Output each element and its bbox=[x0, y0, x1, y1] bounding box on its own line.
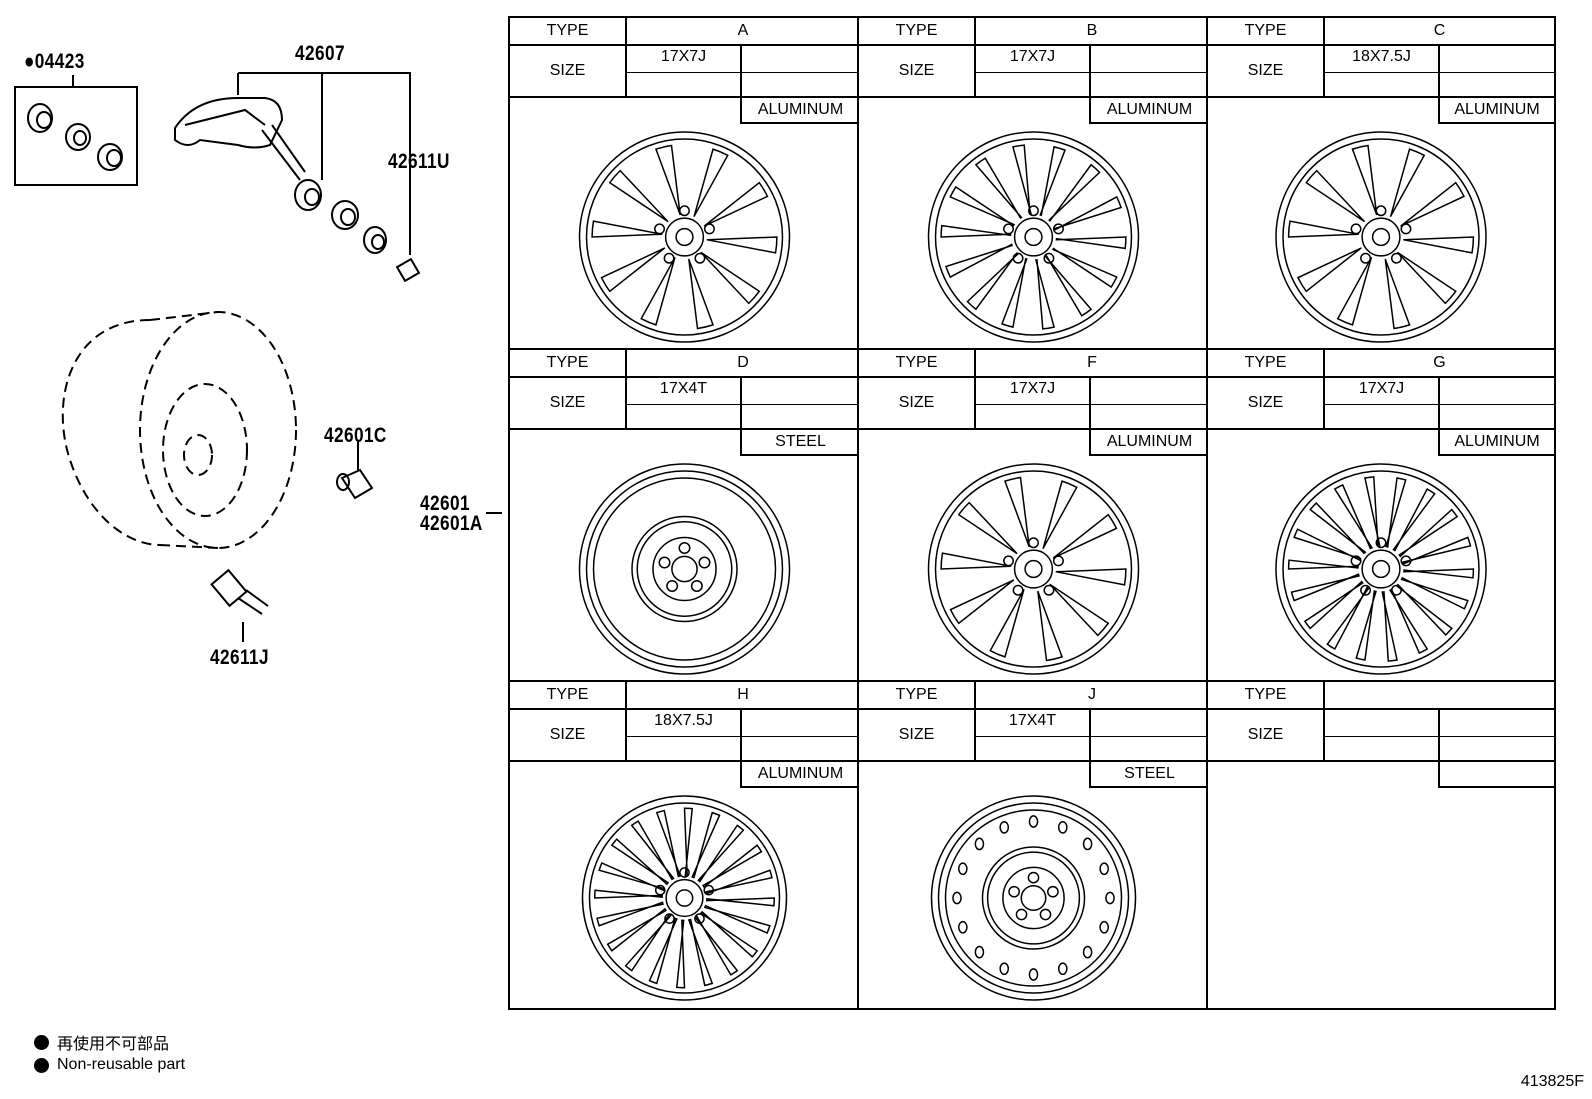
material-value: ALUMINUM bbox=[1106, 101, 1193, 118]
type-label: TYPE bbox=[546, 22, 589, 39]
valve-stem-icon bbox=[210, 568, 269, 615]
wheel-h-icon bbox=[581, 795, 788, 1001]
wheel-d-icon bbox=[578, 463, 791, 675]
callout-42601A: 42601A bbox=[420, 512, 483, 535]
size-label: SIZE bbox=[1247, 726, 1284, 743]
size-label: SIZE bbox=[1247, 62, 1284, 79]
size-label: SIZE bbox=[898, 394, 935, 411]
hub-nut-icon bbox=[336, 468, 374, 500]
size-label: SIZE bbox=[898, 62, 935, 79]
size-value: 17X7J bbox=[660, 48, 707, 65]
wheel-f-icon bbox=[927, 463, 1140, 675]
wheel-cell-5: TYPE SIZE F 17X7J ALUMINUM bbox=[859, 350, 1208, 682]
wheel-cell-4: TYPE SIZE D 17X4T STEEL bbox=[510, 350, 859, 682]
wheel-cell-9: TYPE SIZE bbox=[1208, 682, 1554, 1008]
wheel-cell-3: TYPE SIZE C 18X7.5J ALUMINUM bbox=[1208, 18, 1554, 350]
size-label: SIZE bbox=[549, 394, 586, 411]
material-value: ALUMINUM bbox=[1106, 433, 1193, 450]
size-value: 17X7J bbox=[1009, 380, 1056, 397]
type-label: TYPE bbox=[1244, 354, 1287, 371]
material-value: ALUMINUM bbox=[1454, 101, 1540, 118]
material-value: ALUMINUM bbox=[757, 101, 844, 118]
callout-42601: 42601 bbox=[420, 492, 470, 515]
type-value: C bbox=[1433, 22, 1446, 39]
type-label: TYPE bbox=[1244, 686, 1287, 703]
size-value: 17X4T bbox=[1008, 712, 1057, 729]
callout-42611U: 42611U bbox=[388, 150, 450, 173]
type-label: TYPE bbox=[546, 686, 589, 703]
material-value: ALUMINUM bbox=[1454, 433, 1540, 450]
size-label: SIZE bbox=[549, 62, 586, 79]
type-label: TYPE bbox=[895, 354, 938, 371]
bullet-icon bbox=[34, 1057, 49, 1073]
callout-42607: 42607 bbox=[295, 42, 345, 65]
wheel-g-icon bbox=[1275, 463, 1487, 675]
size-value: 18X7.5J bbox=[654, 712, 713, 729]
type-label: TYPE bbox=[895, 686, 938, 703]
type-label: TYPE bbox=[546, 354, 589, 371]
wheel-a-icon bbox=[578, 131, 791, 343]
legend-en-text: Non-reusable part bbox=[57, 1056, 186, 1073]
wheel-cell-7: TYPE SIZE H 18X7.5J ALUMINUM bbox=[510, 682, 859, 1008]
size-label: SIZE bbox=[549, 726, 586, 743]
type-value: B bbox=[1086, 22, 1098, 39]
wheel-cell-2: TYPE SIZE B 17X7J ALUMINUM bbox=[859, 18, 1208, 350]
material-value: STEEL bbox=[1124, 765, 1175, 782]
type-value: H bbox=[737, 686, 749, 703]
wheel-j-icon bbox=[930, 795, 1137, 1001]
wheel-cell-8: TYPE SIZE J 17X4T STEEL bbox=[859, 682, 1208, 1008]
size-value: 18X7.5J bbox=[1352, 48, 1411, 65]
size-value: 17X7J bbox=[1358, 380, 1405, 397]
diagram-id: 413825F bbox=[1520, 1073, 1584, 1090]
material-value: ALUMINUM bbox=[757, 765, 844, 782]
size-value: 17X7J bbox=[1009, 48, 1056, 65]
wheel-cell-6: TYPE SIZE G 17X7J ALUMINUM bbox=[1208, 350, 1554, 682]
callout-42611J: 42611J bbox=[210, 646, 269, 669]
size-label: SIZE bbox=[1247, 394, 1284, 411]
type-value: D bbox=[737, 354, 749, 371]
material-value: STEEL bbox=[775, 433, 826, 450]
type-value: A bbox=[737, 22, 749, 39]
type-value: F bbox=[1087, 354, 1097, 371]
tire-outline-icon bbox=[61, 311, 297, 549]
wheel-c-icon bbox=[1275, 131, 1487, 343]
legend-jp: 再使用不可部品 bbox=[34, 1030, 169, 1054]
tpms-sensor-icon bbox=[174, 97, 421, 283]
legend-jp-text: 再使用不可部品 bbox=[57, 1036, 170, 1053]
wheel-type-table: TYPE SIZE A 17X7J ALUMINUM TYPE SIZE B 17X7J ALUM… bbox=[508, 16, 1556, 1010]
type-label: TYPE bbox=[1244, 22, 1287, 39]
type-label: TYPE bbox=[895, 22, 938, 39]
wheel-cell-1: TYPE SIZE A 17X7J ALUMINUM bbox=[510, 18, 859, 350]
callout-42601C: 42601C bbox=[324, 424, 387, 447]
bullet-icon bbox=[34, 1034, 49, 1050]
seal-kit-box bbox=[14, 86, 138, 186]
callout-04423: ●04423 bbox=[24, 50, 85, 73]
type-value: G bbox=[1433, 354, 1446, 371]
size-label: SIZE bbox=[898, 726, 935, 743]
seal-kit-parts bbox=[27, 103, 123, 171]
legend-en: Non-reusable part bbox=[34, 1056, 185, 1074]
wheel-b-icon bbox=[927, 131, 1140, 343]
parts-illustration bbox=[14, 72, 502, 642]
type-value: J bbox=[1088, 686, 1096, 703]
size-value: 17X4T bbox=[659, 380, 708, 397]
